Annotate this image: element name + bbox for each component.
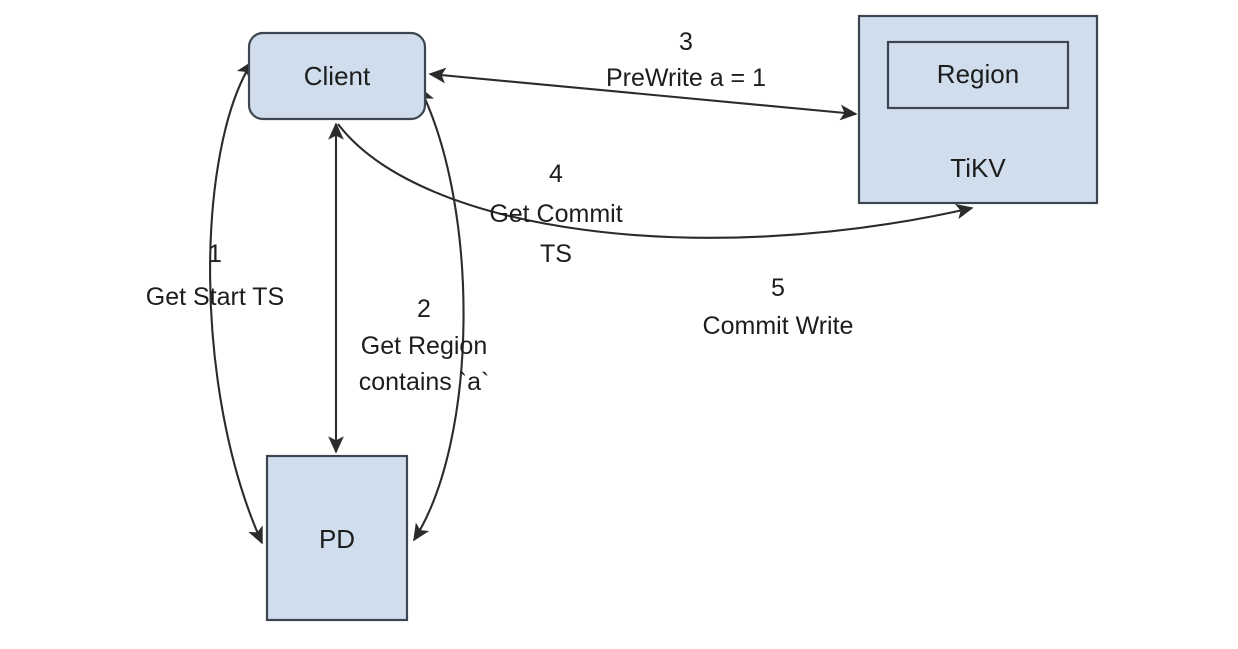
edge-5-label: Commit Write (703, 312, 854, 340)
pd-box[interactable] (265, 454, 409, 622)
node-client[interactable]: Client (247, 31, 427, 121)
client-label: Client (304, 61, 371, 91)
edge-prewrite (428, 67, 858, 121)
region-box[interactable] (886, 40, 1070, 110)
edge-4-number: 4 (549, 160, 563, 188)
edge-3-label: PreWrite a = 1 (606, 64, 766, 92)
edge-3-number: 3 (679, 28, 693, 56)
edge-5-number: 5 (771, 274, 785, 302)
edge-4-label-line1: Get Commit (489, 200, 622, 228)
region-label: Region (937, 59, 1019, 89)
client-box[interactable] (247, 31, 427, 121)
edge-1-label: Get Start TS (146, 283, 284, 311)
pd-label: PD (319, 524, 355, 554)
edge-get-start-ts (209, 60, 263, 545)
edge-1-number: 1 (208, 240, 222, 268)
edge-2-label-line2: contains `a` (359, 368, 490, 396)
edge-2-number: 2 (417, 295, 431, 323)
edge-2-label-line1: Get Region (361, 332, 487, 360)
tikv-label: TiKV (950, 153, 1006, 183)
edge-commit-write (337, 123, 974, 239)
edge-get-region-return (413, 86, 465, 542)
node-pd[interactable]: PD (265, 454, 409, 622)
edge-4-label-line2: TS (540, 240, 572, 268)
node-tikv[interactable]: Region TiKV (857, 14, 1099, 205)
